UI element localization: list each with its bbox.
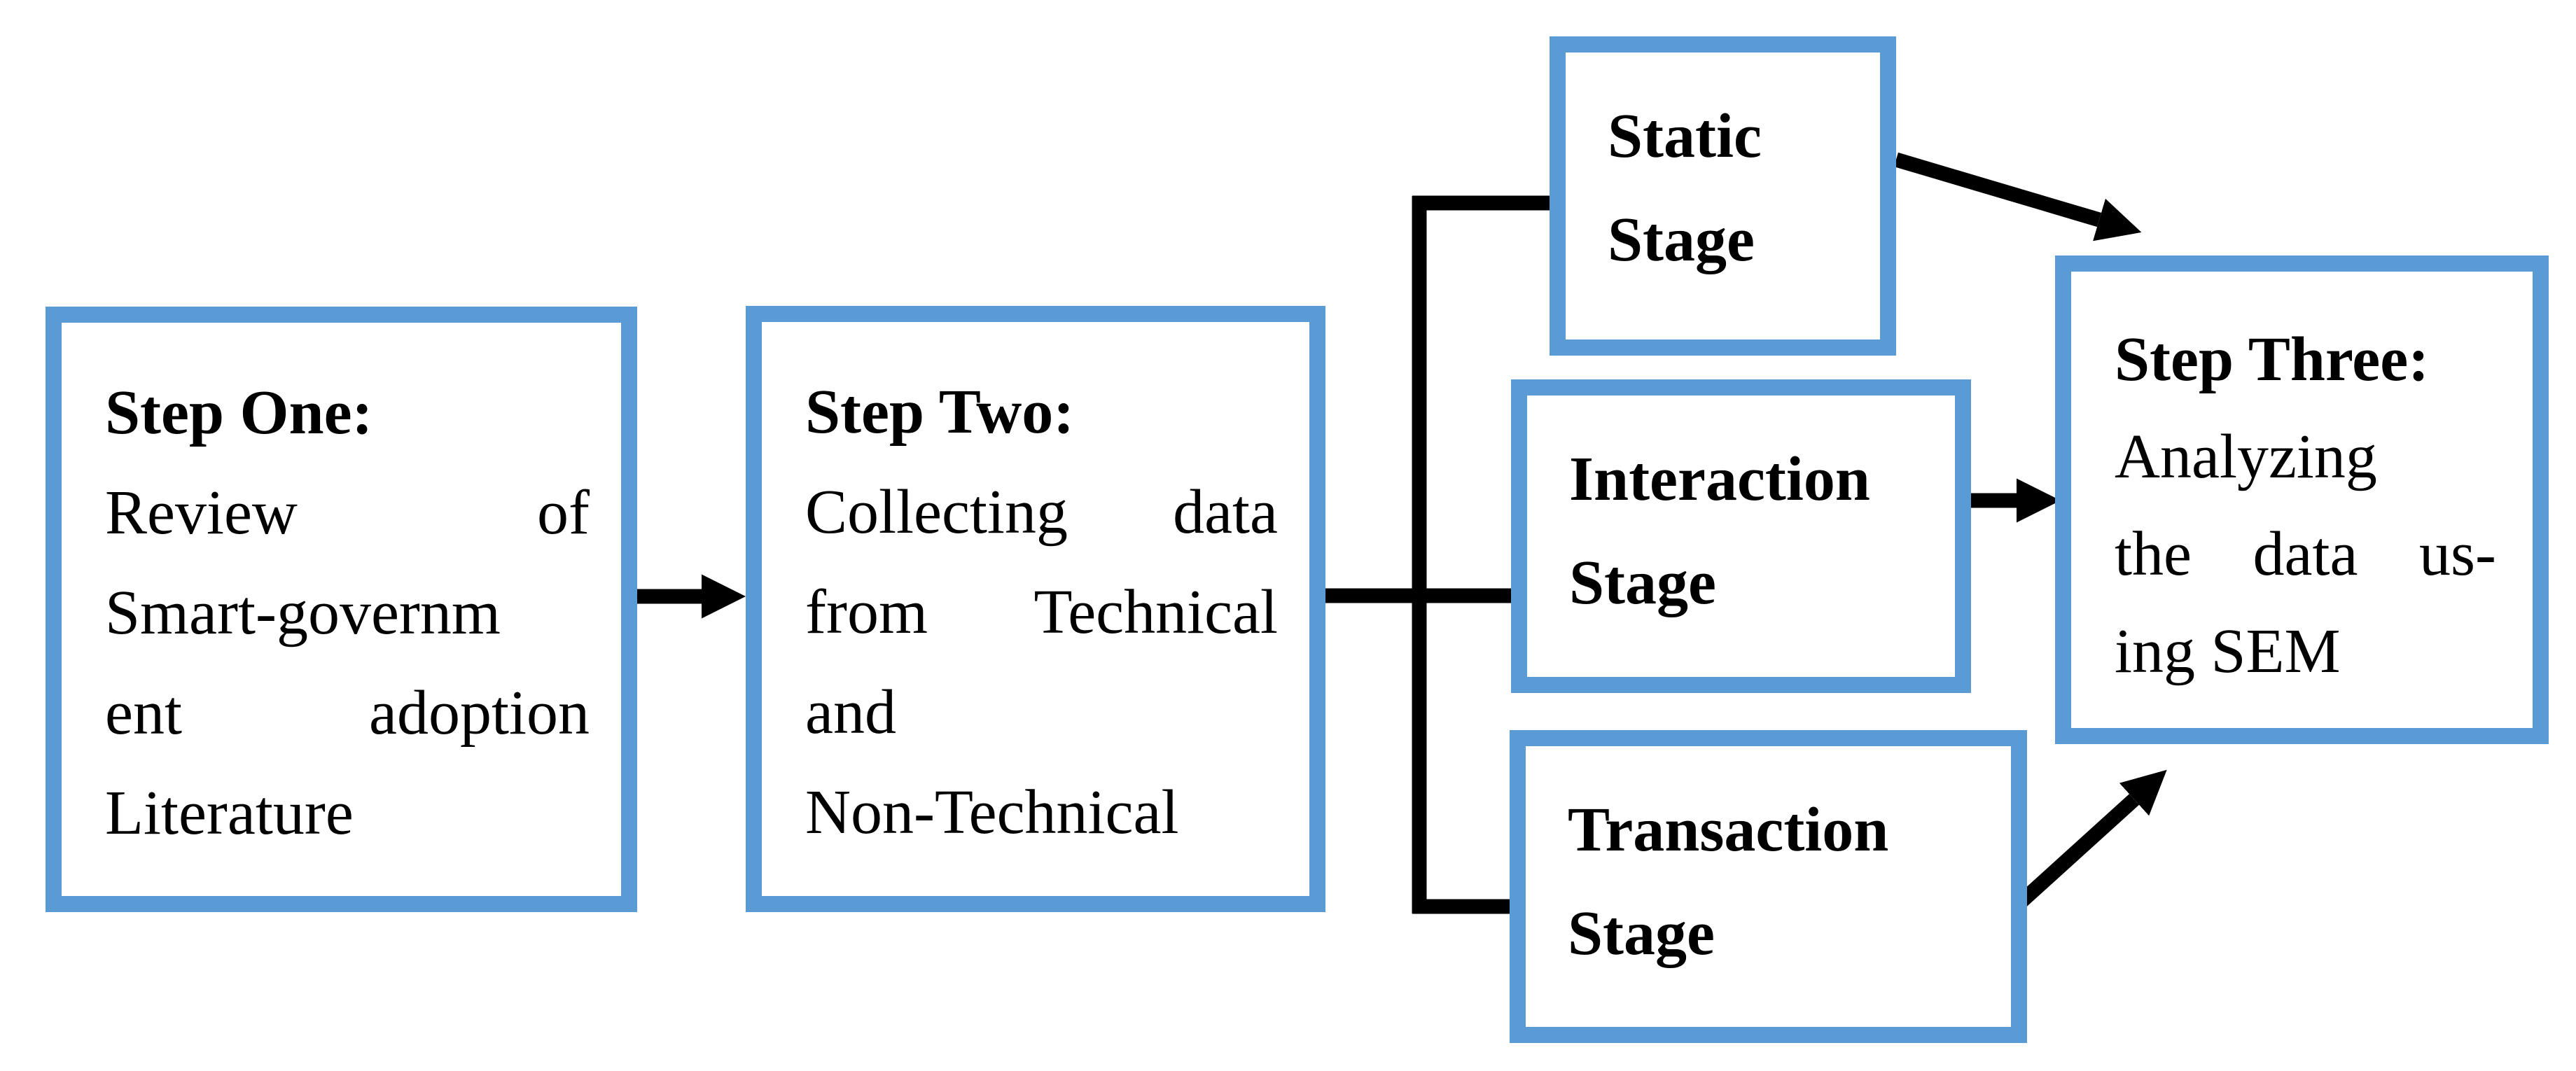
- box-text-word: Static: [1608, 102, 1762, 171]
- text-line: Step Three:: [2115, 311, 2496, 408]
- text-line: Review of: [105, 463, 590, 563]
- step-two-box: Step Two: Collecting data from Technical…: [746, 306, 1325, 912]
- box-text-word: data: [2253, 519, 2358, 589]
- box-text-word: ent: [105, 678, 182, 748]
- box-text-word: Stage: [1608, 205, 1755, 274]
- text-line: Stage: [1568, 882, 1983, 986]
- interaction-stage-box: Interaction Stage: [1511, 379, 1971, 693]
- text-line: Non-Technical: [805, 762, 1278, 862]
- text-line: from Technical: [805, 562, 1278, 662]
- text-line: Smart-governm: [105, 563, 590, 663]
- text-line: ent adoption: [105, 663, 590, 763]
- text-line: Transaction: [1568, 778, 1983, 882]
- box-text-word: Analyzing: [2115, 422, 2377, 491]
- arrow-static-to-step-three: [1894, 152, 2142, 241]
- box-text-word: and: [805, 678, 896, 747]
- box-text-word: Technical: [1033, 578, 1279, 647]
- text-line: Collecting data: [805, 462, 1278, 562]
- box-text-word: Step Three:: [2115, 325, 2430, 394]
- box-text-word: adoption: [369, 678, 590, 748]
- box-text-word: Non-Technical: [805, 778, 1179, 847]
- box-text-word: Review: [105, 478, 298, 547]
- transaction-stage-box: Transaction Stage: [1510, 730, 2027, 1043]
- box-text-word: us-: [2418, 519, 2496, 589]
- arrow-transaction-to-step-three: [2010, 769, 2167, 913]
- text-line: the data us-: [2115, 505, 2496, 603]
- box-text-word: Literature: [105, 778, 354, 848]
- box-text-word: Interaction: [1569, 444, 1870, 514]
- text-line: Static: [1608, 85, 1852, 188]
- text-line: Step One:: [105, 363, 590, 463]
- text-line: Step Two:: [805, 362, 1278, 462]
- step-three-box: Step Three: Analyzing the data us- ing S…: [2055, 255, 2549, 744]
- box-text-word: the: [2115, 519, 2192, 589]
- box-text-word: data: [1173, 477, 1278, 547]
- static-stage-box: Static Stage: [1550, 36, 1896, 356]
- box-text-word: Collecting: [805, 477, 1068, 547]
- box-text-word: Stage: [1568, 899, 1715, 968]
- box-text-word: of: [537, 478, 590, 547]
- text-line: Literature: [105, 763, 590, 863]
- box-text-word: from: [805, 578, 928, 647]
- box-text-word: ing SEM: [2115, 617, 2341, 686]
- text-line: Interaction: [1569, 428, 1927, 531]
- text-line: Stage: [1608, 188, 1852, 292]
- box-text-word: Stage: [1569, 548, 1716, 617]
- text-line: and: [805, 662, 1278, 762]
- box-text-word: Step One:: [105, 378, 373, 447]
- box-text-word: Smart-governm: [105, 578, 501, 648]
- text-line: Stage: [1569, 531, 1927, 635]
- text-line: Analyzing: [2115, 408, 2496, 505]
- box-text-word: Transaction: [1568, 795, 1889, 864]
- box-text-word: Step Two:: [805, 377, 1075, 447]
- text-line: ing SEM: [2115, 603, 2496, 700]
- step-one-box: Step One: Review of Smart-governm ent ad…: [46, 307, 637, 912]
